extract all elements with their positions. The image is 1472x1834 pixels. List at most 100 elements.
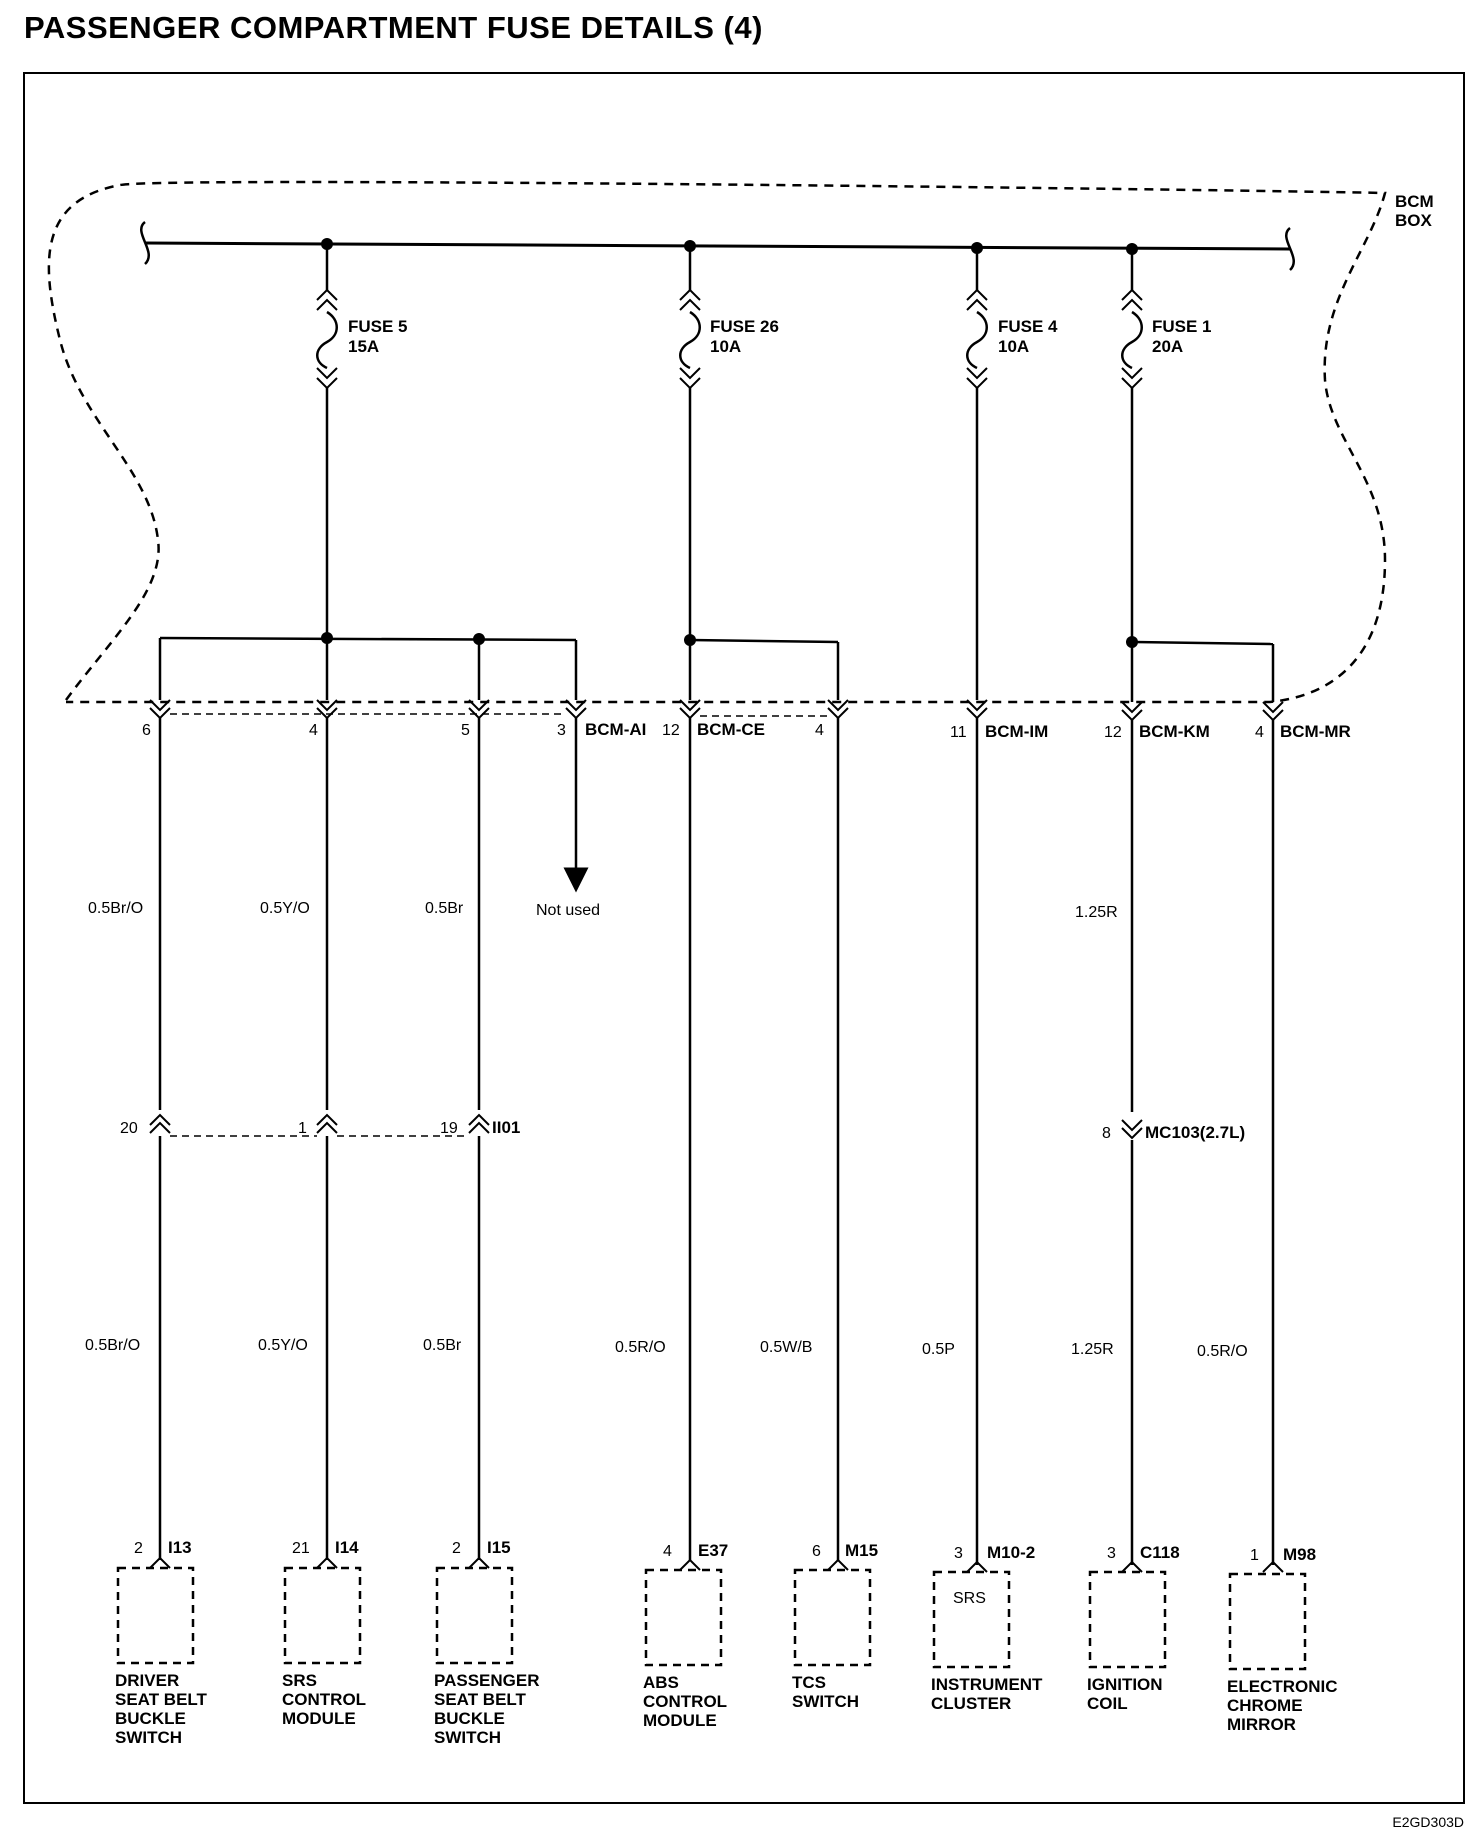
wire-color: 0.5Br: [423, 1337, 462, 1354]
abs-control-module-box: [644, 1568, 723, 1667]
bcm-box-outline: [47, 180, 1387, 704]
pin-number: 3: [557, 722, 566, 739]
ignition-coil-box: [1088, 1570, 1167, 1669]
svg-text:MODULE: MODULE: [643, 1711, 717, 1730]
instrument-cluster-inner-label: SRS: [953, 1590, 986, 1607]
inline-connector-ii01: [149, 1113, 490, 1137]
fuse-label: FUSE 4: [998, 317, 1058, 336]
power-bus: [144, 241, 1291, 251]
connector-label: BCM-MR: [1280, 722, 1351, 741]
component-boxes: [116, 1566, 1307, 1671]
fuse-label: FUSE 26: [710, 317, 779, 336]
svg-text:SWITCH: SWITCH: [792, 1692, 859, 1711]
svg-text:BUCKLE: BUCKLE: [434, 1709, 505, 1728]
svg-text:INSTRUMENT: INSTRUMENT: [931, 1675, 1043, 1694]
component-terminals: [149, 1556, 1284, 1573]
svg-text:BUCKLE: BUCKLE: [115, 1709, 186, 1728]
svg-text:TCS: TCS: [792, 1673, 826, 1692]
not-used-label: Not used: [536, 902, 600, 919]
pin-number: 4: [309, 722, 318, 739]
fuse-5: FUSE 5 15A: [316, 244, 408, 638]
component-pin: 1: [1250, 1547, 1259, 1564]
fuse-26: FUSE 26 10A: [679, 246, 779, 640]
inline-connector-mc103: [1121, 1119, 1143, 1140]
bcm-box-label: BCM: [1395, 192, 1434, 211]
figure-code: E2GD303D: [1392, 1814, 1464, 1830]
wire-color: 0.5Br/O: [85, 1337, 140, 1354]
svg-text:ELECTRONIC: ELECTRONIC: [1227, 1677, 1338, 1696]
bcm-box-label: BOX: [1395, 211, 1433, 230]
component-pin: 21: [292, 1540, 310, 1557]
wire-color: 0.5R/O: [615, 1339, 666, 1356]
svg-text:PASSENGER: PASSENGER: [434, 1671, 540, 1690]
connector-label: BCM-KM: [1139, 722, 1210, 741]
svg-text:SWITCH: SWITCH: [115, 1728, 182, 1747]
fuse-rating: 10A: [710, 337, 741, 356]
fuse-rating: 20A: [1152, 337, 1183, 356]
svg-text:CLUSTER: CLUSTER: [931, 1694, 1011, 1713]
component-connector: E37: [698, 1541, 728, 1560]
fuse-label: FUSE 5: [348, 317, 408, 336]
connector-label: BCM-AI: [585, 720, 646, 739]
component-connector: M15: [845, 1541, 878, 1560]
component-pin: 2: [452, 1540, 461, 1557]
component-connector: C118: [1140, 1543, 1180, 1562]
wire-color: 0.5P: [922, 1341, 955, 1358]
component-names: DRIVER SEAT BELT BUCKLE SWITCH SRS CONTR…: [115, 1671, 1338, 1747]
wire-color: 0.5Br/O: [88, 900, 143, 917]
fuse-4: FUSE 4 10A: [966, 248, 1058, 700]
wire-color: 0.5Y/O: [260, 900, 310, 917]
pin-number: 19: [440, 1120, 458, 1137]
pin-number: 4: [815, 722, 824, 739]
bus-break-right: [1285, 227, 1295, 271]
electronic-chrome-mirror-box: [1228, 1572, 1307, 1671]
tcs-switch-box: [793, 1568, 872, 1667]
component-pin: 4: [663, 1543, 672, 1560]
svg-text:DRIVER: DRIVER: [115, 1671, 179, 1690]
svg-text:ABS: ABS: [643, 1673, 679, 1692]
svg-text:SWITCH: SWITCH: [434, 1728, 501, 1747]
fuse-5-branches: [158, 632, 578, 700]
instrument-cluster-box: [932, 1570, 1011, 1669]
component-connector: I14: [335, 1538, 359, 1557]
pin-number: 5: [461, 722, 470, 739]
wire-color: 1.25R: [1075, 904, 1118, 921]
fuse-label: FUSE 1: [1152, 317, 1212, 336]
srs-control-module-box: [283, 1566, 362, 1665]
svg-text:MIRROR: MIRROR: [1227, 1715, 1296, 1734]
pin-number: 12: [1104, 724, 1122, 741]
fuse-1: FUSE 1 20A: [1121, 249, 1212, 642]
svg-text:SEAT BELT: SEAT BELT: [434, 1690, 527, 1709]
svg-text:SEAT BELT: SEAT BELT: [115, 1690, 208, 1709]
component-pin: 2: [134, 1540, 143, 1557]
svg-text:CONTROL: CONTROL: [643, 1692, 727, 1711]
connector-label: BCM-CE: [697, 720, 765, 739]
svg-text:IGNITION: IGNITION: [1087, 1675, 1163, 1694]
component-connector: I13: [168, 1538, 192, 1557]
pin-number: 6: [142, 722, 151, 739]
component-pin: 6: [812, 1543, 821, 1560]
diagram-frame: [23, 72, 1465, 1804]
fuse-rating: 10A: [998, 337, 1029, 356]
component-connector: I15: [487, 1538, 511, 1557]
component-connector: M98: [1283, 1545, 1316, 1564]
connector-label: MC103(2.7L): [1145, 1123, 1245, 1142]
wire-color: 0.5W/B: [760, 1339, 812, 1356]
pin-number: 4: [1255, 724, 1264, 741]
component-pin: 3: [1107, 1545, 1116, 1562]
wire-color: 1.25R: [1071, 1341, 1114, 1358]
pin-number: 11: [950, 724, 967, 741]
svg-text:CHROME: CHROME: [1227, 1696, 1303, 1715]
passenger-seat-belt-switch-box: [435, 1566, 514, 1665]
wire-color: 0.5Br: [425, 900, 464, 917]
svg-text:SRS: SRS: [282, 1671, 317, 1690]
fuse-26-branches: [684, 634, 840, 700]
pin-number: 1: [298, 1120, 307, 1137]
bus-break-left: [140, 221, 150, 265]
page-title: PASSENGER COMPARTMENT FUSE DETAILS (4): [24, 10, 763, 45]
svg-text:COIL: COIL: [1087, 1694, 1128, 1713]
svg-text:CONTROL: CONTROL: [282, 1690, 366, 1709]
connector-label: II01: [492, 1118, 520, 1137]
wire-color: 0.5R/O: [1197, 1343, 1248, 1360]
pin-number: 20: [120, 1120, 138, 1137]
